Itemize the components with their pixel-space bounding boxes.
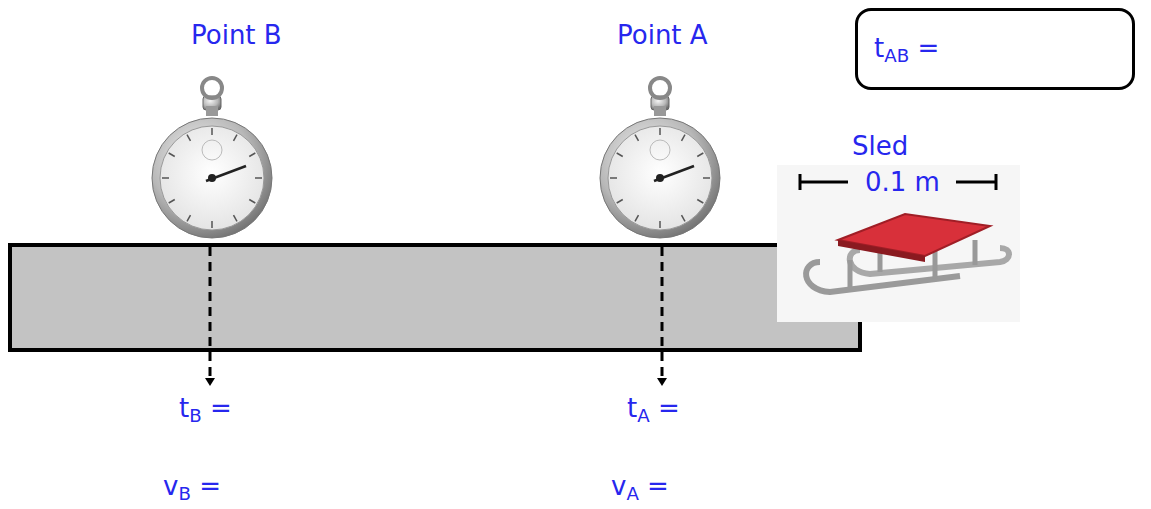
- dimension-label: 0.1 m: [865, 168, 940, 197]
- velocity-label: vA =: [611, 472, 669, 504]
- velocity-label: vB =: [163, 472, 221, 504]
- time-label: tA =: [627, 394, 680, 426]
- time-label: tB =: [179, 394, 232, 426]
- point-label: Point A: [617, 21, 708, 50]
- answer-box: tAB =: [855, 8, 1135, 90]
- point-label: Point B: [191, 21, 282, 50]
- node-text: tAB =: [858, 33, 955, 66]
- object-label: Sled: [852, 132, 908, 161]
